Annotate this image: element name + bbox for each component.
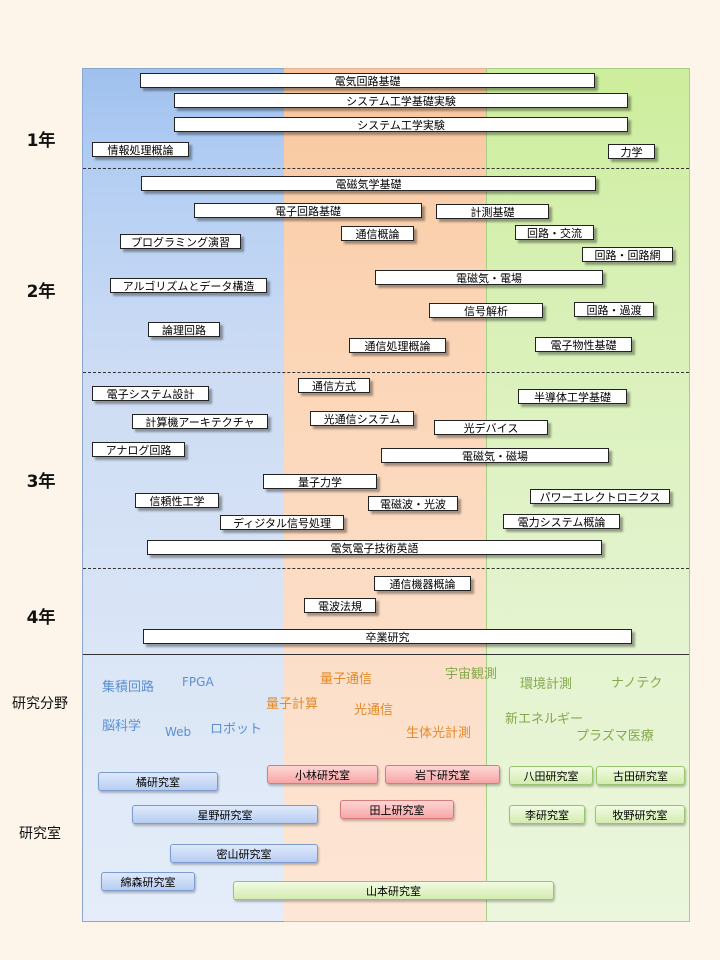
course-box: 通信処理概論 (349, 338, 446, 353)
lab-box[interactable]: 橘研究室 (98, 772, 218, 791)
course-box: 情報処理概論 (92, 142, 189, 157)
year-label-2: 2年 (26, 282, 56, 302)
lab-box[interactable]: 田上研究室 (340, 800, 454, 819)
lab-box[interactable]: 牧野研究室 (595, 805, 685, 824)
row-label-fields: 研究分野 (12, 696, 68, 712)
course-box: 光通信システム (310, 411, 414, 426)
course-box: 電磁波・光波 (368, 496, 458, 511)
field-label: 生体光計測 (406, 726, 472, 741)
lab-box[interactable]: 八田研究室 (509, 766, 593, 785)
course-box: 量子力学 (263, 474, 377, 489)
lab-box[interactable]: 李研究室 (509, 805, 585, 824)
separator-year2 (83, 372, 689, 373)
course-box: 回路・回路網 (582, 247, 673, 262)
lab-box[interactable]: 小林研究室 (267, 765, 378, 784)
course-box: アナログ回路 (92, 442, 185, 457)
course-box: アルゴリズムとデータ構造 (110, 278, 267, 293)
course-box: 卒業研究 (143, 629, 632, 644)
lab-box[interactable]: 綿森研究室 (101, 872, 195, 891)
column-orange (284, 68, 486, 922)
field-label: 環境計測 (520, 677, 573, 692)
field-label: 宇宙観測 (445, 667, 498, 682)
course-box: 電子物性基礎 (535, 337, 632, 352)
course-box: 回路・交流 (515, 225, 594, 240)
course-box: 半導体工学基礎 (518, 389, 627, 404)
course-box: 論理回路 (148, 322, 220, 337)
separator-year4 (83, 654, 689, 655)
course-box: 電気電子技術英語 (147, 540, 602, 555)
lab-box[interactable]: 密山研究室 (170, 844, 318, 863)
course-box: 通信概論 (341, 226, 414, 241)
lab-box[interactable]: 山本研究室 (233, 881, 554, 900)
course-box: システム工学基礎実験 (174, 93, 628, 108)
course-box: 光デバイス (434, 420, 548, 435)
course-box: 電子回路基礎 (194, 203, 422, 218)
course-box: プログラミング演習 (120, 234, 241, 249)
field-label: 脳科学 (102, 719, 142, 734)
field-label: ナノテク (611, 676, 663, 691)
course-box: パワーエレクトロニクス (530, 489, 670, 504)
field-label: 量子計算 (266, 697, 319, 712)
field-label: 光通信 (354, 703, 394, 718)
course-box: 力学 (608, 144, 655, 159)
course-box: 電磁気・電場 (375, 270, 603, 285)
lab-box[interactable]: 岩下研究室 (385, 765, 500, 784)
field-label: Web (165, 725, 192, 739)
year-label-3: 3年 (26, 472, 56, 492)
course-box: 電気回路基礎 (140, 73, 595, 88)
lab-box[interactable]: 星野研究室 (132, 805, 318, 824)
field-label: FPGA (182, 675, 214, 689)
course-box: システム工学実験 (174, 117, 628, 132)
field-label: ロボット (210, 722, 263, 737)
course-box: 電力システム概論 (503, 514, 620, 529)
course-box: 計算機アーキテクチャ (132, 414, 268, 429)
year-label-1: 1年 (26, 131, 56, 151)
course-box: 電磁気学基礎 (141, 176, 596, 191)
field-label: 集積回路 (102, 680, 155, 695)
field-label: プラズマ医療 (576, 729, 654, 744)
field-label: 新エネルギー (505, 712, 584, 727)
course-box: 電波法規 (304, 598, 376, 613)
separator-year3 (83, 568, 689, 569)
course-box: ディジタル信号処理 (220, 515, 344, 530)
course-box: 通信方式 (298, 378, 370, 393)
course-box: 計測基礎 (436, 204, 549, 219)
course-box: 電磁気・磁場 (381, 448, 609, 463)
row-label-labs: 研究室 (19, 826, 61, 842)
year-label-4: 4年 (26, 608, 56, 628)
course-box: 電子システム設計 (92, 386, 209, 401)
course-box: 回路・過渡 (574, 302, 654, 317)
course-box: 信頼性工学 (135, 493, 219, 508)
course-box: 通信機器概論 (374, 576, 471, 591)
lab-box[interactable]: 古田研究室 (596, 766, 685, 785)
course-box: 信号解析 (429, 303, 543, 318)
field-label: 量子通信 (320, 672, 373, 687)
separator-year1 (83, 168, 689, 169)
